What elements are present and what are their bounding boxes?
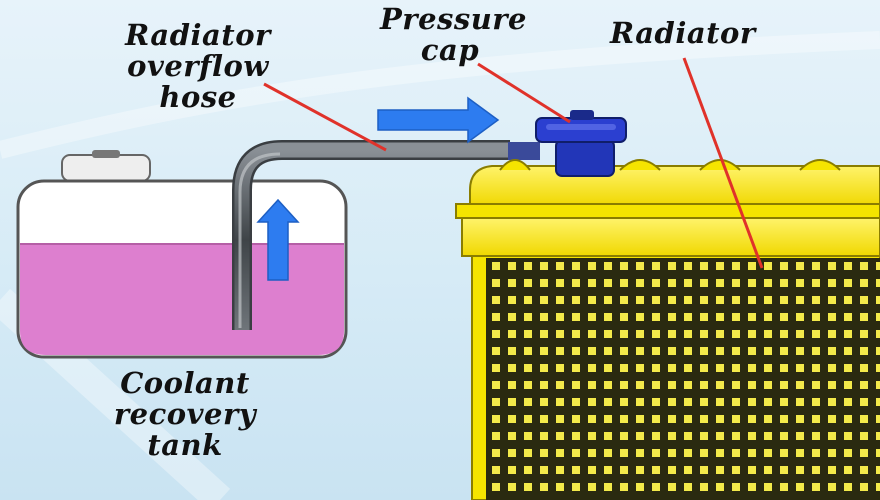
label-radiator: Radiator [610, 16, 756, 50]
tank-cap-knob [92, 150, 120, 158]
label-pressure-cap: Pressure cap [380, 2, 528, 67]
radiator-flange [455, 203, 880, 219]
radiator-core [486, 258, 880, 500]
radiator-header [461, 217, 880, 257]
leader-line-radiator [682, 57, 764, 269]
label-overflow-hose: Radiator overflow hose [125, 18, 271, 114]
radiator-top-tank [469, 165, 880, 207]
arrow-right-icon [377, 96, 500, 144]
tank-coolant-level [20, 244, 344, 355]
leader-line-pressure-cap [477, 62, 571, 124]
leader-line-overflow-hose [263, 82, 387, 152]
tank-cap [61, 154, 151, 182]
radiator [455, 159, 880, 500]
pressure-cap [535, 110, 627, 177]
hose-nipple [508, 142, 540, 160]
arrow-up-icon [256, 198, 300, 281]
label-recovery-tank: Coolant recovery tank [113, 366, 257, 462]
overflow-hose [232, 140, 540, 330]
coolant-recovery-tank [16, 150, 348, 359]
